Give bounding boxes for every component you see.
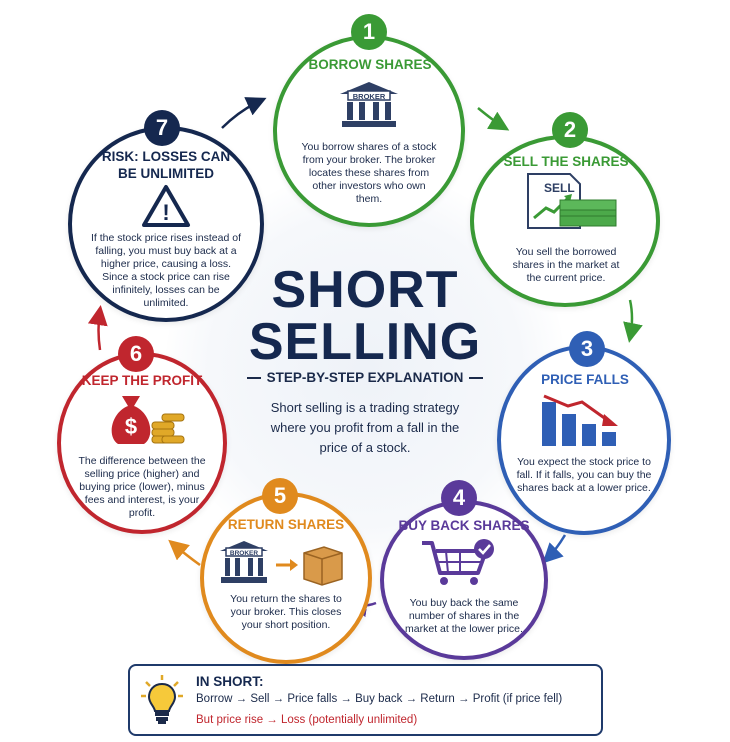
arrow-2-to-3 bbox=[623, 299, 643, 343]
warning-icon: ! bbox=[142, 185, 190, 227]
step-5-badge: 5 bbox=[262, 478, 298, 514]
arrow-7-to-1 bbox=[221, 97, 267, 129]
step-4-desc: You buy back the same number of shares i… bbox=[405, 597, 523, 635]
money-bag-label: $ bbox=[125, 414, 137, 439]
step-1-circle bbox=[273, 35, 465, 227]
main-title-line1: SHORT bbox=[271, 261, 459, 319]
step-4-title: BUY BACK SHARES bbox=[398, 518, 530, 533]
step-6-badge: 6 bbox=[118, 336, 154, 372]
step-5-desc: You return the shares to your broker. Th… bbox=[230, 593, 342, 631]
sell-document-icon: SELL bbox=[527, 173, 617, 229]
step-7-desc: If the stock price rises instead of fall… bbox=[91, 232, 241, 309]
step-3-badge: 3 bbox=[569, 331, 605, 367]
main-title-line2: SELLING bbox=[248, 313, 482, 371]
step-6-title: KEEP THE PROFIT bbox=[81, 373, 203, 388]
falling-chart-icon bbox=[542, 394, 618, 446]
step-7-title: RISK: LOSSES CAN BE UNLIMITED bbox=[101, 149, 231, 181]
sell-icon-label: SELL bbox=[544, 181, 575, 195]
step-2-title: SELL THE SHARES bbox=[503, 154, 629, 169]
step-4-circle bbox=[380, 500, 548, 660]
subtitle: STEP-BY-STEP EXPLANATION bbox=[230, 370, 500, 385]
bank-box-icon: BROKER bbox=[220, 541, 343, 586]
lightbulb-icon bbox=[141, 675, 183, 724]
step-6-desc: The difference between the selling price… bbox=[78, 455, 206, 519]
summary-flow: Borrow → Sell → Price falls → Buy back →… bbox=[196, 693, 563, 705]
arrow-5-to-6 bbox=[168, 539, 201, 567]
step-3-title: PRICE FALLS bbox=[541, 372, 629, 387]
step-1-desc: You borrow shares of a stock from your b… bbox=[301, 141, 437, 205]
arrow-3-to-4 bbox=[542, 534, 567, 564]
step-3-desc: You expect the stock price to fall. If i… bbox=[516, 456, 652, 494]
step-7-badge: 7 bbox=[144, 110, 180, 146]
step-1-title: BORROW SHARES bbox=[308, 57, 432, 72]
step-1-badge: 1 bbox=[351, 14, 387, 50]
step-2-desc: You sell the borrowed shares in the mark… bbox=[512, 246, 620, 284]
summary-heading: IN SHORT: bbox=[196, 674, 264, 689]
arrow-1-to-2 bbox=[477, 107, 510, 131]
arrow-6-to-7 bbox=[87, 305, 108, 351]
step-2-badge: 2 bbox=[552, 112, 588, 148]
warning-icon-label: ! bbox=[162, 200, 169, 225]
money-bag-icon: $ bbox=[111, 396, 185, 444]
bank-icon: BROKER bbox=[340, 82, 398, 127]
step-5-title: RETURN SHARES bbox=[227, 517, 345, 532]
step-4-badge: 4 bbox=[441, 480, 477, 516]
shopping-cart-icon bbox=[422, 539, 494, 585]
intro-text: Short selling is a trading strategy wher… bbox=[270, 400, 460, 455]
summary-warning: But price rise → Loss (potentially unlim… bbox=[196, 714, 418, 726]
bank-box-icon-label: BROKER bbox=[230, 550, 258, 557]
bank-icon-label: BROKER bbox=[353, 92, 386, 101]
summary-box: IN SHORT: Borrow → Sell → Price falls → … bbox=[128, 664, 603, 736]
